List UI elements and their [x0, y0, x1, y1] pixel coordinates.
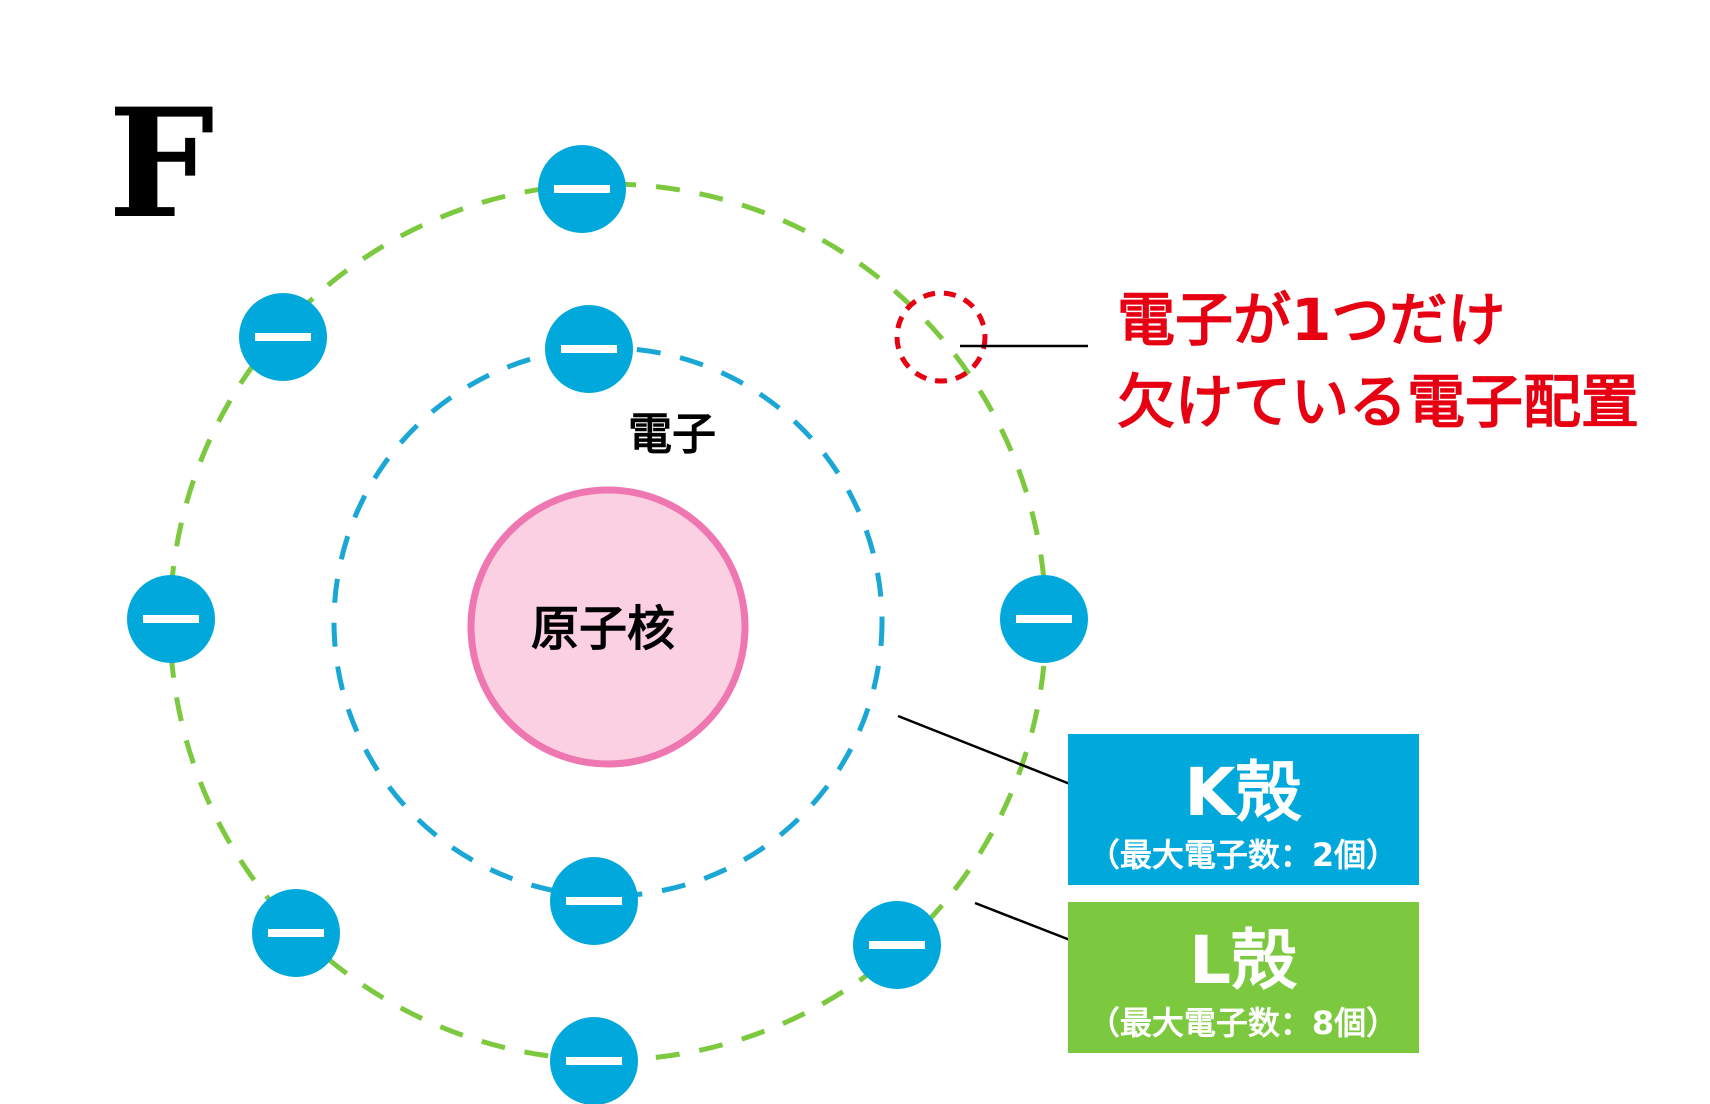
electron — [550, 857, 638, 945]
electron — [127, 575, 215, 663]
l-shell-name: L殻 — [1189, 922, 1298, 999]
minus-sign-icon — [255, 333, 311, 341]
electron-label: 電子 — [628, 409, 716, 460]
electron — [239, 293, 327, 381]
minus-sign-icon — [554, 185, 610, 193]
l-shell-box — [1068, 902, 1419, 1053]
electron — [853, 901, 941, 989]
k-shell-box — [1068, 734, 1419, 885]
k-shell-capacity: （最大電子数：2個） — [1088, 836, 1398, 874]
minus-sign-icon — [566, 897, 622, 905]
electron — [545, 305, 633, 393]
electron — [550, 1017, 638, 1104]
k-shell-name: K殻 — [1184, 754, 1302, 831]
minus-sign-icon — [268, 929, 324, 937]
minus-sign-icon — [566, 1057, 622, 1065]
minus-sign-icon — [561, 345, 617, 353]
minus-sign-icon — [143, 615, 199, 623]
electron — [538, 145, 626, 233]
l-shell-capacity: （最大電子数：8個） — [1088, 1004, 1398, 1042]
minus-sign-icon — [1016, 615, 1072, 623]
k-shell-leader-line — [897, 714, 1071, 786]
electron — [1000, 575, 1088, 663]
element-symbol: F — [108, 76, 215, 252]
nucleus-label: 原子核 — [531, 601, 675, 657]
missing-note-line2: 欠けている電子配置 — [1117, 368, 1639, 436]
nucleus — [467, 486, 749, 768]
missing-note-line1: 電子が1つだけ — [1117, 286, 1505, 354]
missing-electron-marker — [894, 290, 988, 384]
electron — [252, 889, 340, 977]
l-shell-leader-line — [974, 901, 1071, 942]
minus-sign-icon — [869, 941, 925, 949]
